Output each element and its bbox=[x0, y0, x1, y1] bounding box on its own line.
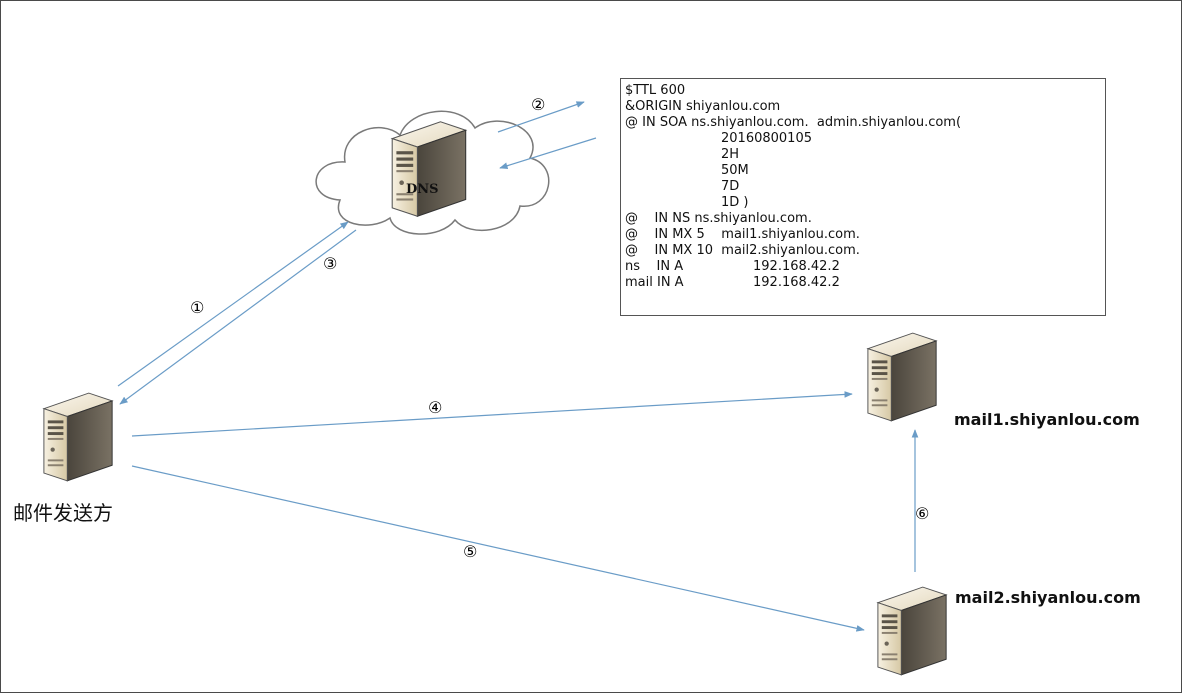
zone-line-value: 50M bbox=[721, 163, 749, 178]
zone-file-box: $TTL 600&ORIGIN shiyanlou.com@ IN SOA ns… bbox=[620, 78, 1106, 316]
zone-line-text: $TTL 600 bbox=[625, 83, 686, 98]
step-4-marker: ④ bbox=[428, 398, 443, 417]
arrow-step-2b bbox=[499, 137, 597, 169]
step-5-marker: ⑤ bbox=[463, 542, 478, 561]
arrow-step-5 bbox=[131, 465, 865, 632]
zone-line-value: 1D ) bbox=[721, 195, 749, 210]
arrow-step-2a bbox=[497, 101, 585, 133]
sender-server-icon bbox=[43, 392, 113, 482]
zone-line-text: &ORIGIN shiyanlou.com bbox=[625, 99, 781, 114]
dns-label: DNS bbox=[406, 182, 439, 197]
zone-line-text: @ IN MX 10 mail2.shiyanlou.com. bbox=[625, 243, 860, 258]
dns-server-icon bbox=[391, 121, 467, 217]
zone-line-value: 7D bbox=[721, 179, 740, 194]
mail2-server-icon bbox=[877, 586, 947, 676]
step-3-marker: ③ bbox=[323, 254, 338, 273]
step-1-marker: ① bbox=[190, 298, 205, 317]
zone-line-value: 20160800105 bbox=[721, 131, 812, 146]
zone-line-value: 192.168.42.2 bbox=[753, 275, 840, 290]
arrow-step-3 bbox=[119, 229, 357, 405]
zone-line-value: 192.168.42.2 bbox=[753, 259, 840, 274]
zone-line-text: @ IN SOA ns.shiyanlou.com. admin.shiyanl… bbox=[625, 115, 962, 130]
zone-line-text: ns IN A bbox=[625, 259, 684, 274]
zone-line-text: mail IN A bbox=[625, 275, 684, 290]
arrow-step-4 bbox=[131, 391, 853, 437]
mail1-label: mail1.shiyanlou.com bbox=[954, 410, 1140, 429]
step-6-marker: ⑥ bbox=[915, 504, 930, 523]
zone-line-text: @ IN MX 5 mail1.shiyanlou.com. bbox=[625, 227, 860, 242]
step-2-marker: ② bbox=[531, 95, 546, 114]
mail1-server-icon bbox=[867, 332, 937, 422]
zone-line-text: @ IN NS ns.shiyanlou.com. bbox=[625, 211, 812, 226]
zone-line-value: 2H bbox=[721, 147, 740, 162]
arrow-step-1 bbox=[117, 221, 349, 387]
sender-label: 邮件发送方 bbox=[13, 501, 113, 525]
mail2-label: mail2.shiyanlou.com bbox=[955, 588, 1141, 607]
